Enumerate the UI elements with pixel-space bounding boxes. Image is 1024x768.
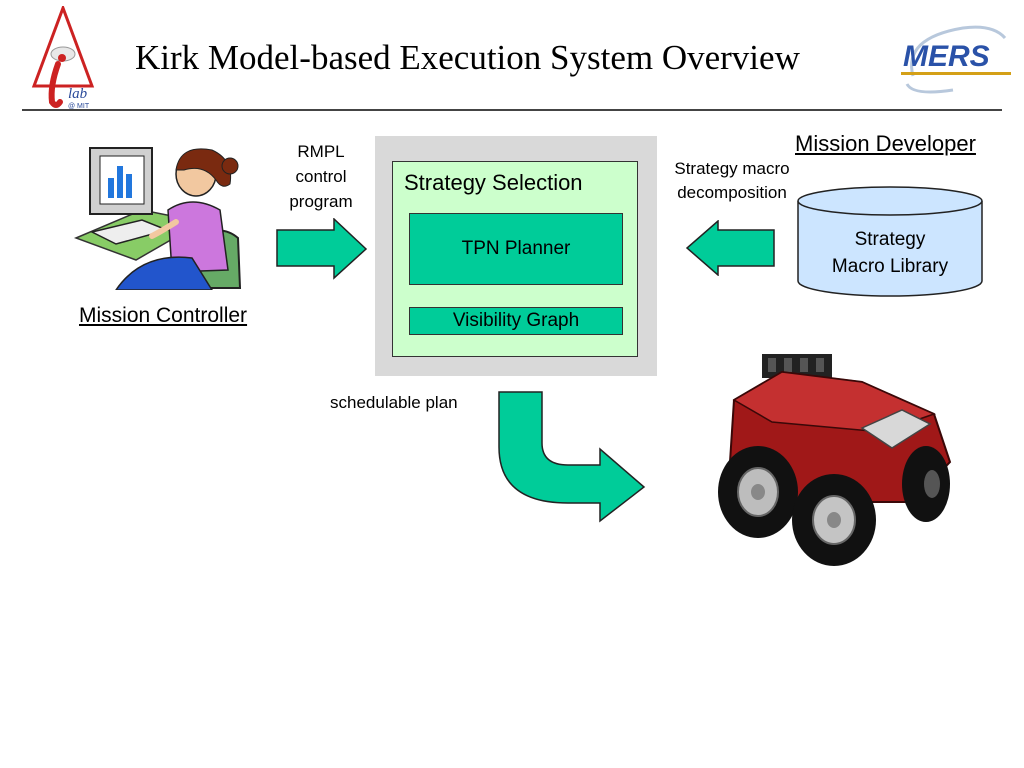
strategy-macro-line-1: Strategy macro [674, 159, 790, 178]
strategy-selection-label: Strategy Selection [404, 170, 583, 195]
strategy-macro-line-2: decomposition [677, 183, 787, 202]
rmpl-label: RMPL control program [276, 139, 366, 214]
ilab-sub: @ MIT [68, 103, 90, 110]
rmpl-line-2: control [295, 167, 347, 186]
rmpl-arrow [276, 218, 368, 280]
title-divider [22, 109, 1002, 111]
person-legs-icon [115, 256, 213, 290]
mers-logo: MERS [901, 25, 1011, 94]
robot-wheel-front-left-icon [718, 446, 798, 538]
ilab-dot-icon [58, 54, 66, 62]
library-line-1: Strategy [854, 229, 926, 250]
robot-top-icon [732, 371, 937, 433]
visibility-graph-box: Visibility Graph [409, 307, 623, 335]
ilab-word: lab [68, 86, 88, 102]
robot-wheel-front-right-icon [792, 474, 876, 566]
tpn-planner-label: TPN Planner [461, 238, 571, 259]
mers-swoosh-icon [910, 25, 1007, 77]
strategy-macro-label: Strategy macro decomposition [660, 157, 804, 205]
rmpl-line-3: program [289, 192, 353, 211]
person-body-icon [167, 201, 229, 273]
mers-swoosh2-icon [905, 83, 954, 94]
mission-developer-label: Mission Developer [795, 131, 976, 156]
strategy-macro-library-db [797, 186, 983, 297]
atrv-robot-image [718, 354, 952, 566]
mers-underline [901, 72, 1011, 75]
tpn-planner-box: TPN Planner [409, 213, 623, 285]
mission-controller-clipart [73, 147, 242, 290]
schedulable-plan-label: schedulable plan [330, 393, 458, 412]
mers-word: MERS [903, 40, 990, 73]
robot-window-icon [860, 409, 932, 449]
ilab-i-icon [48, 61, 63, 108]
ilab-logo: lab @ MIT [31, 6, 95, 110]
rmpl-line-1: RMPL [297, 142, 345, 161]
slide-title: Kirk Model-based Execution System Overvi… [135, 38, 800, 77]
macro-arrow [686, 220, 775, 276]
mission-controller-label: Mission Controller [79, 304, 248, 327]
ilab-triangle-icon [31, 6, 95, 88]
library-line-2: Macro Library [831, 256, 949, 277]
person-arm-icon [149, 219, 179, 239]
robot-wheel-rear-icon [902, 446, 950, 522]
visibility-graph-label: Visibility Graph [452, 310, 580, 331]
strategy-macro-library-label: Strategy Macro Library [800, 226, 980, 280]
schedulable-plan-arrow [498, 391, 646, 523]
person-hair-icon [175, 148, 232, 187]
